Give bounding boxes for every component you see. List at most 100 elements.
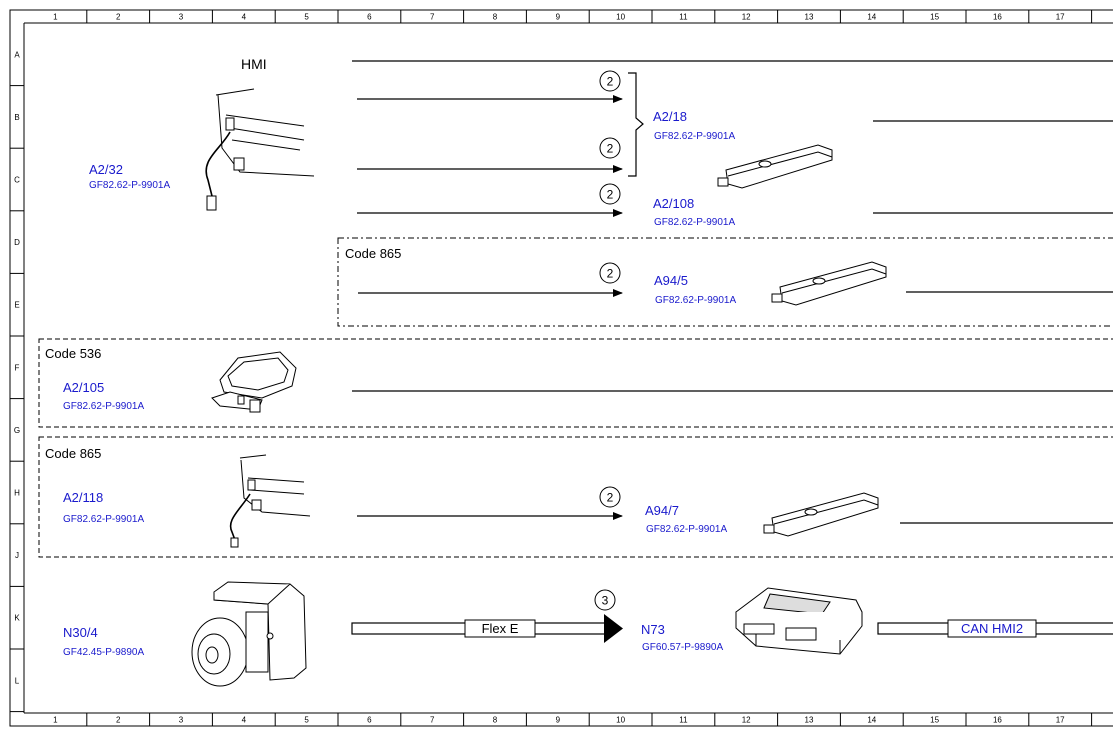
grid-column-label: 3 [179,13,184,22]
n30-4-hydraulic-unit-icon [191,581,307,687]
a94-7-id: A94/7 [645,503,679,518]
grid-column-label: 1 [53,13,58,22]
grid-row-label: B [14,113,19,122]
code536-box [38,338,1113,428]
grid-row-label: H [14,489,20,498]
grid-column-label: 17 [1056,13,1065,22]
grid-row-label: G [14,426,20,435]
grid-column-label: 14 [867,13,876,22]
grid-column-label: 4 [242,13,247,22]
a2-105-id: A2/105 [63,380,104,395]
n30-4-ref: GF42.45-P-9890A [63,647,144,658]
diagram-frame [9,9,1113,727]
n73-ref: GF60.57-P-9890A [642,642,723,653]
a2-118-id: A2/118 [63,490,103,505]
code865-bottom-box [38,436,1113,558]
grid-column-label: 7 [430,716,435,725]
grid-column-label: 11 [679,716,688,725]
grid-column-label: 13 [805,13,814,22]
grid-column-label: 1 [53,716,58,725]
grid-column-label: 5 [304,13,309,22]
a2-18-module-icon [717,144,833,189]
grid-column-label: 9 [556,13,561,22]
grid-row-label: D [14,238,20,247]
svg-text:2: 2 [607,491,614,505]
ref-marker-3: 3 [594,589,616,611]
n73-id: N73 [641,622,665,637]
grid-column-label: 10 [616,716,625,725]
grid-column-label: 11 [679,13,688,22]
a94-7-module-icon [763,492,879,537]
ref-marker-2-b: 2 [599,137,621,159]
grid-row-label: F [15,363,20,372]
svg-text:2: 2 [607,267,614,281]
code865-top-title: Code 865 [345,246,401,261]
a2-32-ref: GF82.62-P-9901A [89,180,170,191]
grid-row-label: L [15,676,20,685]
a2-18-id: A2/18 [653,109,687,124]
can-hmi2-label: CAN HMI2 [961,621,1023,636]
a94-5-id: A94/5 [654,273,688,288]
grid-row-label: J [15,551,19,560]
a2-108-id: A2/108 [653,196,694,211]
ref-marker-2-c: 2 [599,183,621,205]
code865-bottom-title: Code 865 [45,446,101,461]
grid-row-label: C [14,176,20,185]
svg-text:2: 2 [607,142,614,156]
grid-column-label: 15 [930,13,939,22]
n73-control-unit-icon [735,587,863,655]
hmi-title: HMI [241,56,267,72]
svg-text:2: 2 [607,75,614,89]
grid-column-label: 2 [116,716,121,725]
a2-32-antenna-icon [205,88,315,211]
flex-e-bus: Flex E [351,614,623,643]
n30-4-id: N30/4 [63,625,98,640]
ref-marker-2-e: 2 [599,486,621,508]
grid-column-label: 2 [116,13,121,22]
code865-top-box [337,237,1113,327]
grid-column-label: 7 [430,13,435,22]
a2-108-ref: GF82.62-P-9901A [654,217,735,228]
grid-column-label: 9 [556,716,561,725]
svg-text:2: 2 [607,188,614,202]
grid-rows-left: A B C D E F G H J K L [10,50,24,713]
grid-row-label: A [14,50,20,59]
a2-32-id: A2/32 [89,162,123,177]
grid-column-label: 10 [616,13,625,22]
a2-105-ref: GF82.62-P-9901A [63,401,144,412]
grid-column-label: 8 [493,716,498,725]
signal-lines [352,60,1113,524]
grid-row-label: K [14,614,20,623]
a2-18-ref: GF82.62-P-9901A [654,131,735,142]
grid-column-label: 12 [742,13,751,22]
grid-column-label: 16 [993,716,1002,725]
a94-5-module-icon [771,261,887,306]
grid-column-label: 17 [1056,716,1065,725]
a2-118-ref: GF82.62-P-9901A [63,514,144,525]
code536-title: Code 536 [45,346,101,361]
grid-column-label: 3 [179,716,184,725]
a94-5-ref: GF82.62-P-9901A [655,295,736,306]
grid-column-label: 6 [367,13,372,22]
ref-marker-2-a: 2 [599,70,621,92]
grid-column-label: 15 [930,716,939,725]
grid-row-label: E [14,301,19,310]
a2-105-antenna-unit-icon [211,351,297,413]
grid-column-label: 5 [304,716,309,725]
grouping-brace [628,72,644,177]
grid-column-label: 4 [242,716,247,725]
ref-marker-2-d: 2 [599,262,621,284]
grid-column-label: 6 [367,716,372,725]
svg-text:3: 3 [602,594,609,608]
a94-7-ref: GF82.62-P-9901A [646,524,727,535]
grid-column-label: 8 [493,13,498,22]
grid-column-label: 14 [867,716,876,725]
a2-118-antenna-icon [229,454,311,548]
can-hmi2-bus: CAN HMI2 [877,619,1113,638]
grid-column-label: 13 [805,716,814,725]
grid-column-label: 12 [742,716,751,725]
flex-e-label: Flex E [482,621,519,636]
